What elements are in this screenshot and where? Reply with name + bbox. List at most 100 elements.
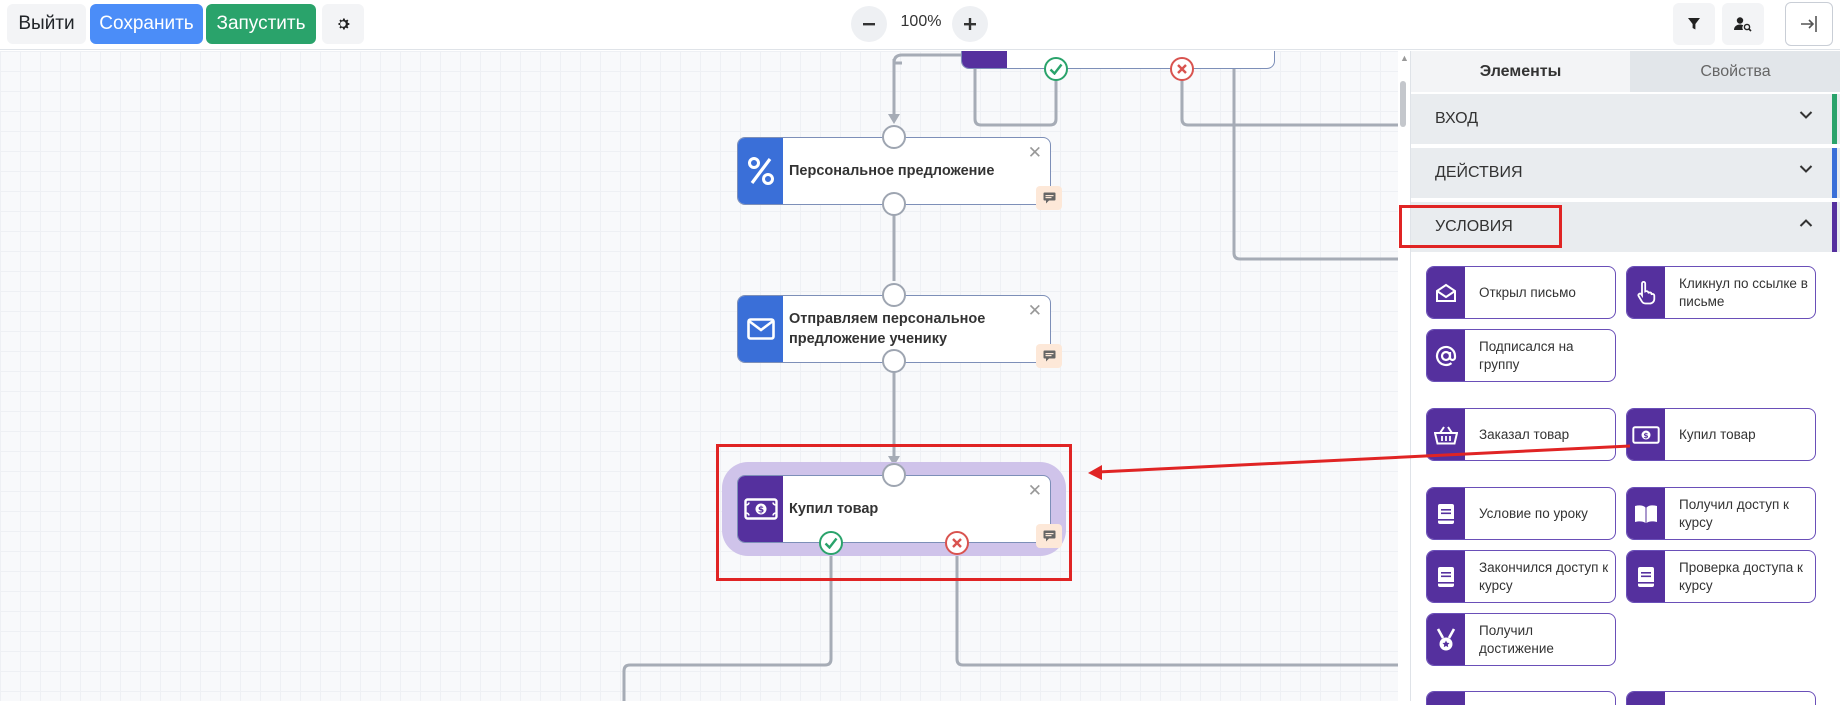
exit-arrow-icon [1801,16,1817,32]
scroll-thumb[interactable] [1400,81,1406,127]
check-icon [1049,63,1063,75]
yes-port[interactable] [819,531,843,555]
annotation-highlight-box [716,444,1072,581]
input-port[interactable] [882,463,906,487]
percent-icon [747,157,774,185]
at-sign-icon [1435,345,1457,366]
node-send-offer[interactable]: Отправляем персональное предложение учен… [737,295,1062,368]
tile-bought-product[interactable]: $ Купил товар [1626,408,1816,461]
section-label: ВХОД [1435,110,1479,127]
tile-subscribed-group[interactable]: Подписался на группу [1426,329,1616,382]
comment-button[interactable] [1036,344,1062,368]
tile-icon-box [1427,330,1465,381]
partial-condition-node[interactable] [961,51,1275,69]
input-port[interactable] [882,125,906,149]
chevron-down-icon [1799,165,1813,173]
node-title: Персональное предложение [789,163,995,179]
book-icon [1438,503,1454,524]
tile-icon-box [1627,267,1665,318]
section-color-bar [1832,202,1837,252]
workflow-canvas[interactable]: Персональное предложение ✕ Отправляем пе… [0,51,1398,701]
envelope-icon [746,318,775,340]
yes-port[interactable] [1044,57,1068,81]
tile-opened-email[interactable]: Открыл письмо [1426,266,1616,319]
basket-icon [1434,425,1458,444]
no-port[interactable] [945,531,969,555]
tile-got-course-access[interactable]: Получил доступ к курсу [1626,487,1816,540]
comment-button[interactable] [1036,186,1062,210]
top-toolbar: Выйти Сохранить Запустить 100% [0,0,1840,50]
filter-button[interactable] [1673,3,1715,45]
input-port[interactable] [882,283,906,307]
tile-course-access-check[interactable]: Проверка доступа к курсу [1626,550,1816,603]
section-label: ДЕЙСТВИЯ [1435,164,1523,181]
tile-icon-box [1427,267,1465,318]
comment-button[interactable] [1036,524,1062,548]
section-input[interactable]: ВХОД [1411,94,1840,146]
tile-icon-box [1627,551,1665,602]
tile-ordered-product[interactable]: Заказал товар [1426,408,1616,461]
node-icon-box [738,296,783,362]
tile-label: Кликнул по ссылке в письме [1679,275,1808,309]
user-search-icon [1734,17,1752,32]
section-color-bar [1832,148,1837,198]
run-button[interactable]: Запустить [206,4,316,44]
tile-icon-box [1427,409,1465,460]
tile-label: Заказал товар [1479,426,1570,442]
filter-icon [1688,18,1700,30]
node-close-icon[interactable]: ✕ [1027,301,1042,320]
tile-got-achievement[interactable]: Получил достижение [1426,613,1616,666]
tile-icon-box [1427,614,1465,665]
tab-properties[interactable]: Свойства [1630,51,1840,92]
node-close-icon[interactable]: ✕ [1027,143,1042,162]
tile-lesson-condition[interactable]: Условие по уроку [1426,487,1616,540]
output-port[interactable] [882,349,906,373]
node-personal-offer[interactable]: Персональное предложение ✕ [737,137,1062,210]
tile-course-access-ended[interactable]: Закончился доступ к курсу [1426,550,1616,603]
section-actions[interactable]: ДЕЙСТВИЯ [1411,148,1840,200]
comment-icon [1043,350,1055,362]
hand-pointer-icon [1637,280,1656,304]
tile-label: Проверка доступа к курсу [1679,559,1803,593]
zoom-out-button[interactable] [851,6,887,42]
tab-elements[interactable]: Элементы [1411,51,1630,92]
section-label: УСЛОВИЯ [1435,218,1513,235]
book-icon [1438,566,1454,587]
collapse-panel-button[interactable] [1785,2,1833,46]
comment-icon [1043,530,1055,542]
node-connections [622,51,1398,701]
node-icon-box: $ [738,476,783,542]
x-icon [952,538,962,548]
node-close-icon[interactable]: ✕ [1027,481,1042,500]
annotation-section-box [1399,205,1562,248]
zoom-in-button[interactable] [952,6,988,42]
gear-icon [338,18,350,30]
tile-clicked-link[interactable]: Кликнул по ссылке в письме [1626,266,1816,319]
output-port[interactable] [882,192,906,216]
tile-label: Купил товар [1679,426,1756,442]
tile-icon-box: $ [1627,409,1665,460]
book-icon [1638,566,1654,587]
tile-icon-box [1427,488,1465,539]
no-port[interactable] [1170,57,1194,81]
minus-icon [863,23,875,26]
node-icon-box [738,138,783,204]
elements-panel: Элементы Свойства ВХОД ДЕЙСТВИЯ УСЛОВИЯ … [1399,51,1840,705]
check-icon [824,537,838,549]
svg-text:$: $ [757,506,763,516]
tile-label: Подписался на группу [1479,338,1574,372]
envelope-open-icon [1436,283,1456,302]
user-search-button[interactable] [1722,3,1764,45]
tile-label: Условие по уроку [1479,505,1588,521]
svg-text:$: $ [1643,430,1648,439]
exit-button[interactable]: Выйти [7,4,86,44]
open-book-icon [1635,504,1657,523]
scroll-up-icon[interactable]: ▲ [1400,53,1409,63]
section-color-bar [1832,94,1837,144]
save-button[interactable]: Сохранить [90,4,203,44]
settings-button[interactable] [322,4,364,44]
money-bill-icon: $ [1632,425,1660,444]
node-icon-strip [962,51,1007,68]
node-title: Купил товар [789,501,879,517]
